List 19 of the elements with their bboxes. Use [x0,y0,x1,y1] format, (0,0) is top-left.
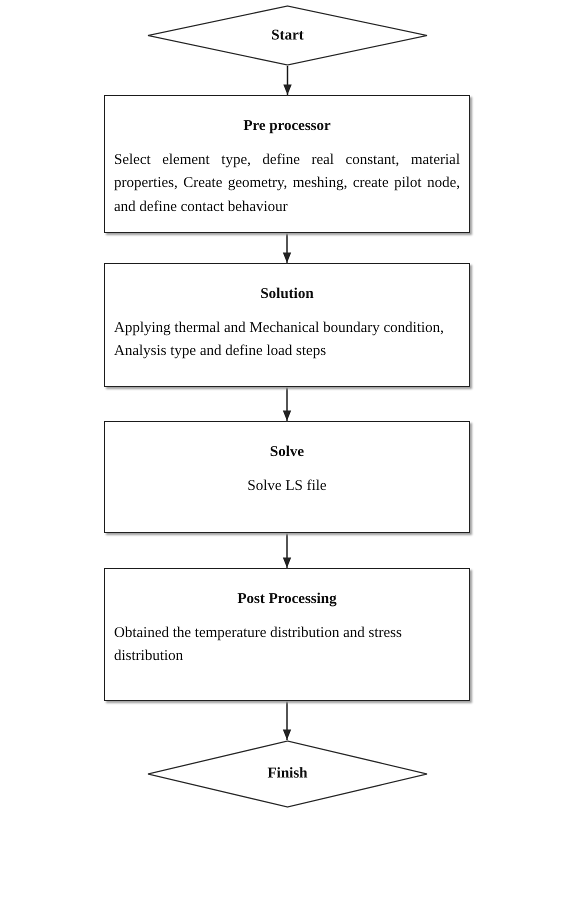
node-title: Post Processing [236,591,338,608]
arrow [282,533,292,568]
process-box [104,263,470,387]
node-title: Finish [266,766,309,782]
arrow [283,66,292,95]
arrow [282,387,292,421]
node-title: Solve [268,444,306,461]
node-description: Obtained the temperature distribution and stress distribution [114,624,403,666]
node-description: Select element type, define real constant, material properties, Create geometry, meshing, create pilot node, and define contact behaviour [114,151,460,216]
node-title: Pre processor [242,118,332,135]
node-title: Solution [259,286,315,303]
node-title: Start [270,27,305,44]
process-box [104,568,470,701]
process-box [104,95,470,233]
process-box [104,421,470,533]
arrow [282,701,292,740]
arrow [282,233,292,263]
node-description: Solve LS file [246,477,328,496]
node-description: Applying thermal and Mechanical boundary condition, Analysis type and define load steps [114,319,445,362]
